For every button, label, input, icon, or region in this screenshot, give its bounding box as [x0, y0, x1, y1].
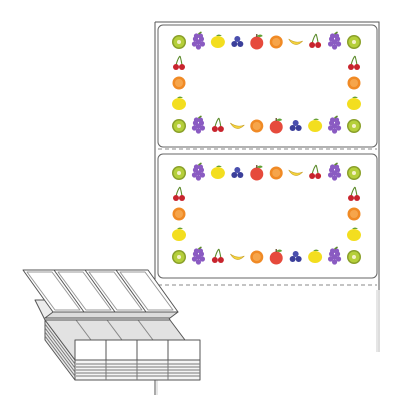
- orange-icon: [269, 35, 283, 49]
- cherries-icon: [309, 33, 322, 48]
- banana-icon: [288, 38, 303, 45]
- banana-icon: [230, 253, 245, 260]
- orange-icon: [347, 76, 361, 90]
- cherries-icon: [211, 117, 224, 132]
- grapes-icon: [327, 31, 342, 50]
- orange-icon: [250, 250, 264, 264]
- label-2: [157, 153, 378, 279]
- orange-icon: [172, 76, 186, 90]
- fruit-border: [172, 162, 361, 265]
- orange-icon: [172, 207, 186, 221]
- grapes-icon: [191, 246, 206, 265]
- stack-layers: [44, 319, 201, 381]
- lemon-icon: [172, 227, 186, 241]
- lemon-icon: [210, 165, 225, 179]
- grapes-icon: [191, 162, 206, 181]
- cherries-icon: [173, 186, 185, 201]
- orange-icon: [347, 207, 361, 221]
- blueberries-icon: [231, 167, 244, 178]
- sheet-top-right-edge: [155, 21, 380, 352]
- apple-icon: [250, 34, 264, 50]
- kiwi-icon: [347, 119, 361, 133]
- lemon-icon: [347, 227, 361, 241]
- apple-icon: [250, 165, 264, 181]
- cherries-icon: [173, 55, 185, 70]
- kiwi-icon: [172, 35, 186, 49]
- lemon-icon: [308, 249, 323, 263]
- kiwi-icon: [347, 166, 361, 180]
- label-outline: [157, 24, 378, 148]
- label-outline: [157, 153, 378, 279]
- lemon-icon: [172, 96, 186, 110]
- grapes-icon: [191, 115, 206, 134]
- lemon-icon: [308, 118, 323, 132]
- grapes-icon: [327, 115, 342, 134]
- grapes-icon: [327, 162, 342, 181]
- banana-icon: [288, 169, 303, 176]
- cherries-icon: [348, 186, 360, 201]
- fanfold-stack: [22, 269, 201, 381]
- kiwi-icon: [172, 250, 186, 264]
- apple-icon: [269, 118, 283, 134]
- kiwi-icon: [347, 35, 361, 49]
- grapes-icon: [327, 246, 342, 265]
- kiwi-icon: [347, 250, 361, 264]
- cherries-icon: [309, 164, 322, 179]
- blueberries-icon: [231, 36, 244, 47]
- blueberries-icon: [289, 251, 302, 262]
- label-1: [157, 24, 378, 148]
- lemon-icon: [210, 34, 225, 48]
- kiwi-icon: [172, 166, 186, 180]
- blueberries-icon: [289, 120, 302, 131]
- orange-icon: [269, 166, 283, 180]
- apple-icon: [269, 249, 283, 265]
- kiwi-icon: [172, 119, 186, 133]
- grapes-icon: [191, 31, 206, 50]
- orange-icon: [250, 119, 264, 133]
- cherries-icon: [211, 248, 224, 263]
- banana-icon: [230, 122, 245, 129]
- fruit-border: [172, 31, 361, 134]
- cherries-icon: [348, 55, 360, 70]
- lemon-icon: [347, 96, 361, 110]
